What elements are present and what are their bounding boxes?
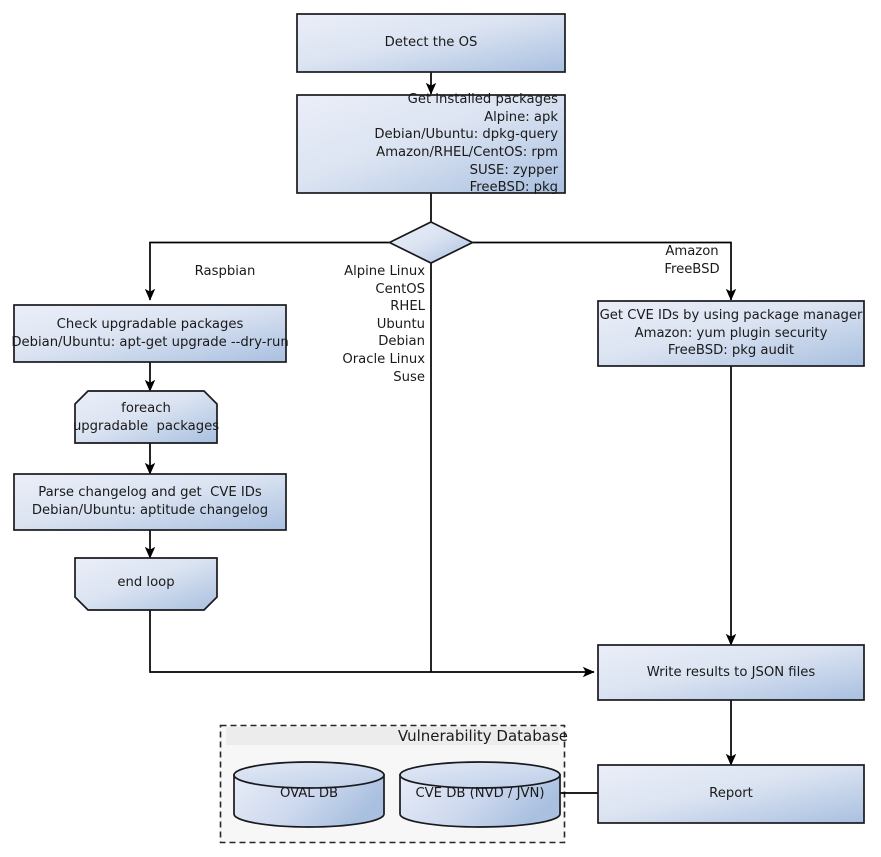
node-get-packages[interactable] [296, 94, 566, 194]
node-cve-db[interactable] [399, 761, 561, 828]
node-parse-changelog[interactable] [13, 473, 287, 531]
node-get-cve-ids[interactable] [597, 300, 865, 367]
edge-endloop-to-json [149, 610, 595, 678]
node-os-decision-diamond[interactable] [387, 221, 475, 264]
group-title-band [226, 727, 559, 745]
node-report[interactable] [597, 764, 865, 824]
node-detect-os[interactable] [296, 13, 566, 73]
node-oval-db[interactable] [233, 761, 385, 828]
node-check-upgradable[interactable] [13, 304, 287, 363]
node-write-json[interactable] [597, 644, 865, 701]
edge-decision-to-get-cve [472, 241, 737, 301]
edge-decision-to-check-upgrade [144, 241, 390, 301]
node-foreach-loop[interactable] [74, 390, 218, 444]
nodes-layer [13, 13, 865, 828]
node-end-loop[interactable] [74, 557, 218, 611]
edges-layer [144, 72, 737, 794]
